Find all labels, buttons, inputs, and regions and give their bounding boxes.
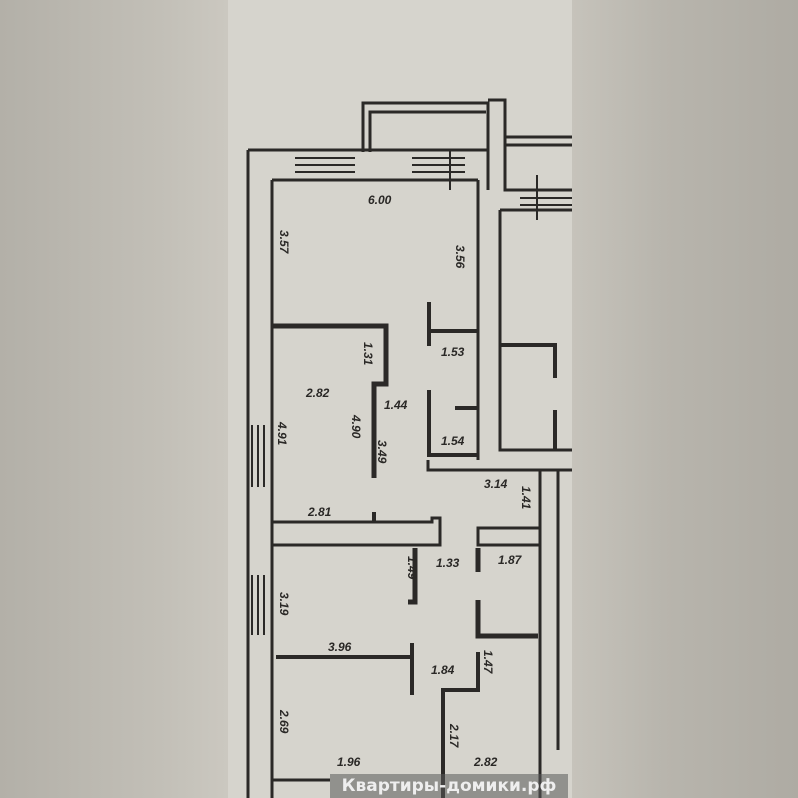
dim-niche: 1.49 xyxy=(405,556,419,580)
window-left-1 xyxy=(251,425,265,487)
niche-wall xyxy=(408,548,418,605)
dim-room2-width: 2.82 xyxy=(305,386,330,400)
dim-room4-inner: 2.17 xyxy=(447,723,461,749)
dim-hall-3: 1.84 xyxy=(431,663,455,677)
corridor-wall xyxy=(476,180,572,460)
room3-bottom-wall xyxy=(276,643,414,695)
dim-room1-right: 3.56 xyxy=(453,245,467,269)
blurred-background-right xyxy=(572,0,798,798)
dim-room2-bottom: 2.81 xyxy=(307,505,332,519)
window-top-1 xyxy=(295,157,355,173)
room4-wall xyxy=(441,652,480,798)
dim-closet-top: 1.53 xyxy=(441,345,465,359)
outer-left-wall xyxy=(246,150,274,798)
window-left-2 xyxy=(251,575,265,635)
bath-wall xyxy=(475,548,538,639)
dim-room3-width: 3.96 xyxy=(328,640,352,654)
dim-room4-bottom-left: 1.96 xyxy=(337,755,361,769)
hall-top xyxy=(426,460,572,472)
floor-plan-paper xyxy=(228,0,572,798)
blurred-background-left xyxy=(0,0,228,798)
dim-room2-inner: 4.90 xyxy=(349,414,363,439)
dim-hall-small: 1.41 xyxy=(519,486,533,510)
dim-hall-2: 1.33 xyxy=(436,556,460,570)
dim-corridor-width: 1.44 xyxy=(384,398,408,412)
bath-top-wall xyxy=(476,526,542,547)
dim-closet-bottom: 1.54 xyxy=(441,434,465,448)
dim-room1-width: 6.00 xyxy=(368,193,392,207)
walls xyxy=(246,98,572,798)
right-outer-wall xyxy=(538,470,560,798)
right-room-wall xyxy=(500,343,557,450)
dim-room3-left: 3.19 xyxy=(277,592,291,616)
room2-wall xyxy=(272,323,389,478)
top-wall xyxy=(248,148,488,182)
balcony xyxy=(361,101,490,190)
dim-room1-left: 3.57 xyxy=(277,230,291,255)
dim-notch: 1.31 xyxy=(361,342,375,366)
partition-wall xyxy=(272,516,442,547)
right-top-wall xyxy=(505,135,572,147)
closet-walls xyxy=(427,302,478,457)
watermark: Квартиры-домики.рф xyxy=(330,774,568,798)
dimension-labels: 6.00 3.57 3.56 1.53 1.54 1.31 2.82 1.44 … xyxy=(275,193,533,769)
dim-hall-width: 3.14 xyxy=(484,477,508,491)
dim-room2-outer: 4.91 xyxy=(275,421,289,446)
window-top-2 xyxy=(412,150,465,190)
dim-room4-bottom-right: 2.82 xyxy=(473,755,498,769)
window-top-3 xyxy=(520,175,572,220)
dim-room4-left: 2.69 xyxy=(277,709,291,734)
dim-corridor-len: 3.49 xyxy=(375,440,389,464)
dim-bath-2: 1.47 xyxy=(481,650,495,675)
dim-bath: 1.87 xyxy=(498,553,523,567)
